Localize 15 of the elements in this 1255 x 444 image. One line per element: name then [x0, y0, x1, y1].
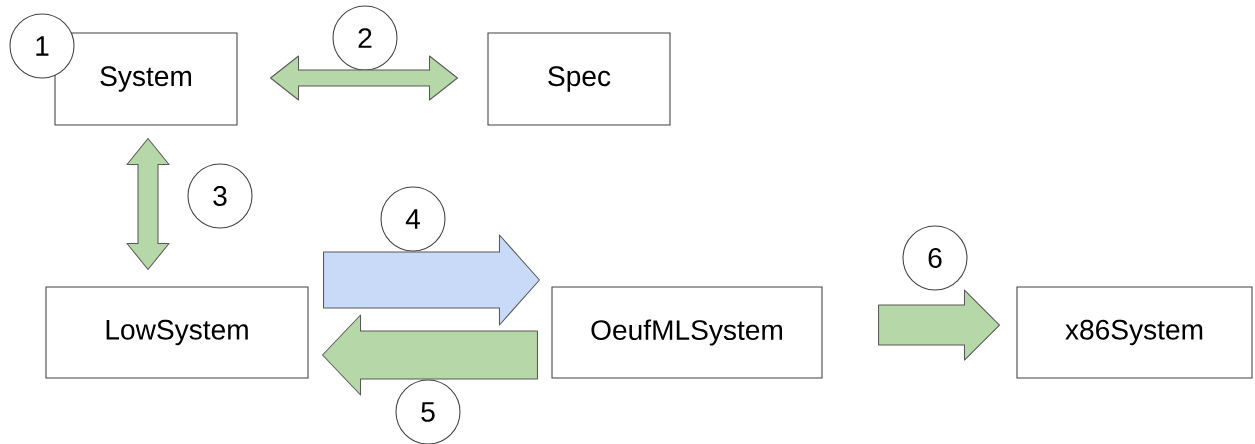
callout-number: 2 — [332, 5, 398, 71]
block-arrow — [126, 138, 170, 270]
callout-number: 1 — [9, 13, 75, 79]
block-arrow — [878, 289, 1000, 361]
process-box: LowSystem — [45, 286, 309, 379]
callout-number: 5 — [395, 379, 461, 444]
callout-number: 4 — [380, 186, 446, 252]
block-arrow — [322, 314, 538, 396]
block-arrow — [270, 55, 458, 101]
process-box: x86System — [1016, 286, 1253, 379]
process-box: Spec — [487, 32, 671, 126]
block-arrow — [323, 234, 540, 326]
callout-number: 3 — [187, 163, 253, 229]
callout-number: 6 — [902, 225, 968, 291]
process-box: OeufMLSystem — [551, 286, 823, 379]
